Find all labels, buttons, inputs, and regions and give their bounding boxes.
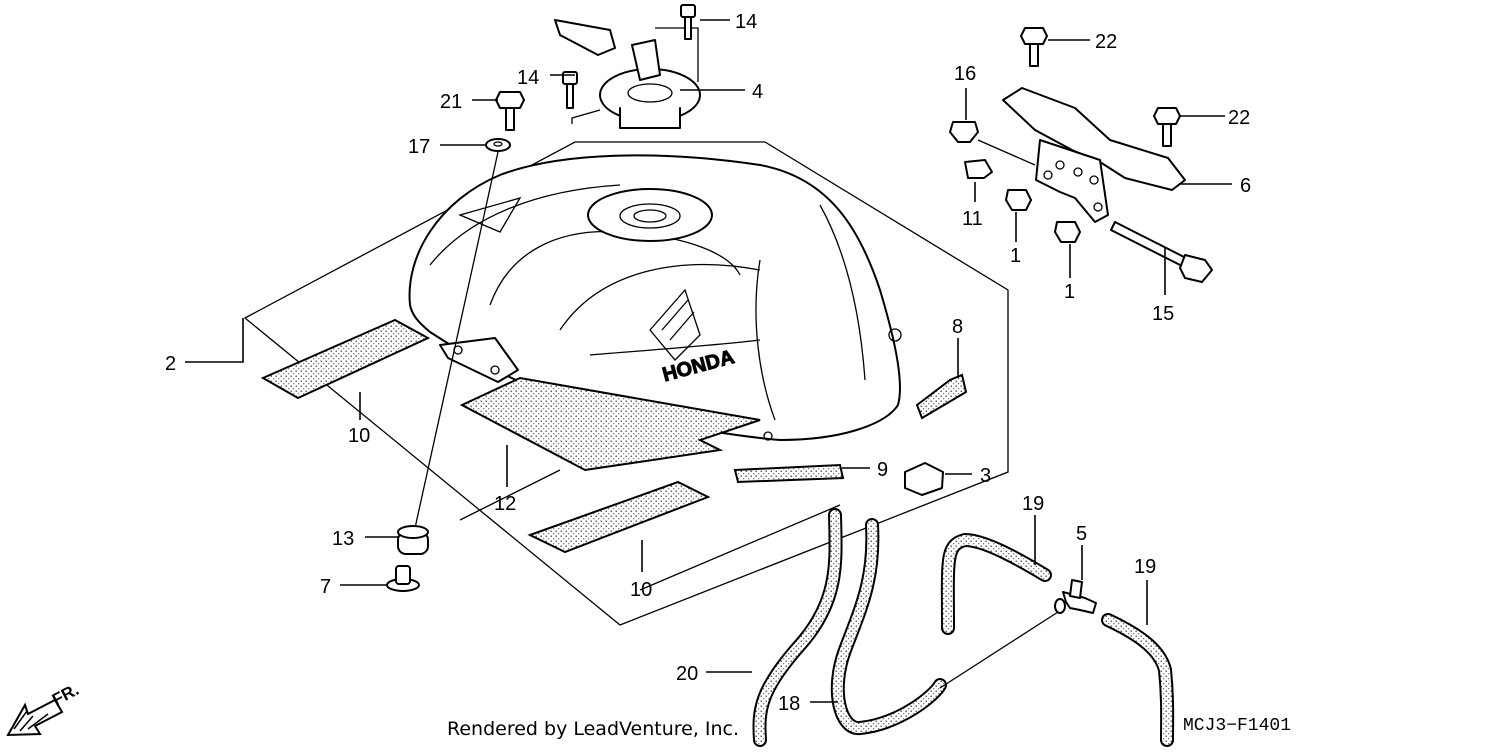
callout-19b: 19 [1134, 556, 1156, 578]
callout-2: 2 [165, 353, 176, 375]
washer-17[interactable] [485, 138, 511, 152]
callout-1b: 1 [1064, 281, 1075, 303]
callout-20: 20 [676, 663, 698, 685]
long-bolt-15[interactable] [1110, 221, 1213, 283]
callout-15: 15 [1152, 303, 1174, 325]
connector-lines [459, 469, 841, 591]
rubber-mount-13[interactable] [397, 525, 429, 555]
callout-6: 6 [1240, 175, 1251, 197]
callout-14b: 14 [517, 67, 539, 89]
callout-3: 3 [980, 465, 991, 487]
nut-16[interactable] [949, 121, 979, 143]
bolt-22-top[interactable] [1020, 27, 1048, 67]
callout-18: 18 [778, 693, 800, 715]
nut-1-upper[interactable] [1005, 189, 1032, 211]
nut-1-lower[interactable] [1054, 221, 1081, 243]
hose-19-left[interactable] [942, 534, 1050, 633]
callout-4: 4 [752, 81, 763, 103]
cushion-8[interactable] [915, 373, 968, 420]
callout-13: 13 [332, 528, 354, 550]
alignment-line-17 [414, 151, 499, 529]
bolt-14-top[interactable] [680, 4, 696, 40]
bracket-6[interactable] [1002, 87, 1186, 223]
callout-21: 21 [440, 91, 462, 113]
bolt-14-left[interactable] [562, 71, 578, 109]
cushion-9[interactable] [733, 463, 845, 484]
fuel-tank[interactable]: HONDA [408, 154, 902, 441]
callout-22b: 22 [1228, 107, 1250, 129]
alignment-line-16 [977, 139, 1036, 166]
cushion-10-left[interactable] [260, 318, 431, 400]
callout-17: 17 [408, 136, 430, 158]
callout-19a: 19 [1022, 493, 1044, 515]
group-outline [243, 141, 1009, 626]
callout-14a: 14 [735, 11, 757, 33]
callout-22a: 22 [1095, 31, 1117, 53]
clip-3[interactable] [904, 462, 944, 496]
credit-text: Rendered by LeadVenture, Inc. [447, 718, 739, 740]
callout-11: 11 [962, 208, 983, 230]
hose-19-right[interactable] [1103, 615, 1173, 745]
callout-1a: 1 [1010, 245, 1021, 267]
callout-9: 9 [877, 459, 888, 481]
hose-20[interactable] [754, 510, 841, 745]
callout-16: 16 [954, 63, 976, 85]
cushion-10-bottom[interactable] [527, 480, 711, 554]
front-direction-arrow: FR. [6, 680, 82, 737]
bolt-22-right[interactable] [1153, 107, 1181, 147]
callout-8: 8 [952, 316, 963, 338]
callout-7: 7 [320, 576, 331, 598]
callout-10b: 10 [630, 579, 652, 601]
callout-5: 5 [1076, 523, 1087, 545]
diagram-code: MCJ3−F1401 [1183, 716, 1291, 736]
grommet-11[interactable] [964, 159, 993, 179]
cushion-12[interactable] [459, 376, 761, 472]
joint-5[interactable] [1054, 579, 1097, 614]
fuel-cap-assembly[interactable] [554, 19, 701, 129]
callout-10a: 10 [348, 425, 370, 447]
alignment-line-18 [939, 611, 1059, 689]
callout-12: 12 [494, 493, 516, 515]
bolt-21[interactable] [495, 91, 525, 131]
collar-7[interactable] [386, 565, 420, 592]
hose-18[interactable] [832, 520, 945, 733]
